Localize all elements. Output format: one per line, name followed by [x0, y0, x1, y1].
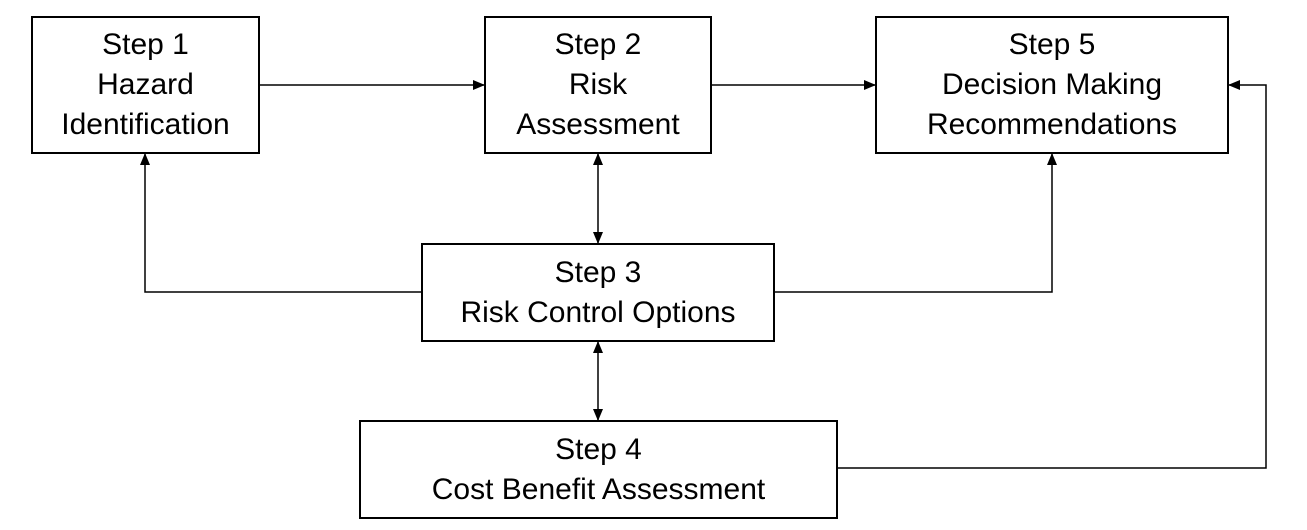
step4-cost-benefit-assessment-box: Step 4 Cost Benefit Assessment [359, 420, 838, 519]
arrow-step4-to-step5 [838, 80, 1267, 469]
step2-number: Step 2 [554, 28, 642, 61]
step5-title-line2: Recommendations [926, 108, 1178, 141]
step1-number: Step 1 [102, 28, 189, 61]
step3-title-line1: Risk Control Options [460, 295, 736, 329]
step1-title-line2: Identification [61, 108, 230, 141]
step5-title-line1: Decision Making [941, 68, 1163, 101]
step4-title-line1: Cost Benefit Assessment [431, 472, 766, 506]
arrow-step3-to-step5 [775, 153, 1057, 293]
step2-risk-assessment-box: Step 2 Risk Assessment [484, 16, 712, 154]
step1-hazard-identification-box: Step 1 Hazard Identification [31, 16, 260, 154]
step1-title-line1: Hazard [97, 68, 194, 101]
step5-number: Step 5 [1008, 28, 1096, 61]
step2-title-line2: Assessment [516, 108, 680, 141]
step4-number: Step 4 [555, 432, 642, 466]
step5-decision-making-box: Step 5 Decision Making Recommendations [875, 16, 1229, 154]
arrow-step3-to-step1 [140, 153, 421, 293]
step3-number: Step 3 [554, 255, 642, 289]
step3-risk-control-options-box: Step 3 Risk Control Options [421, 243, 775, 342]
step2-title-line1: Risk [568, 68, 628, 101]
